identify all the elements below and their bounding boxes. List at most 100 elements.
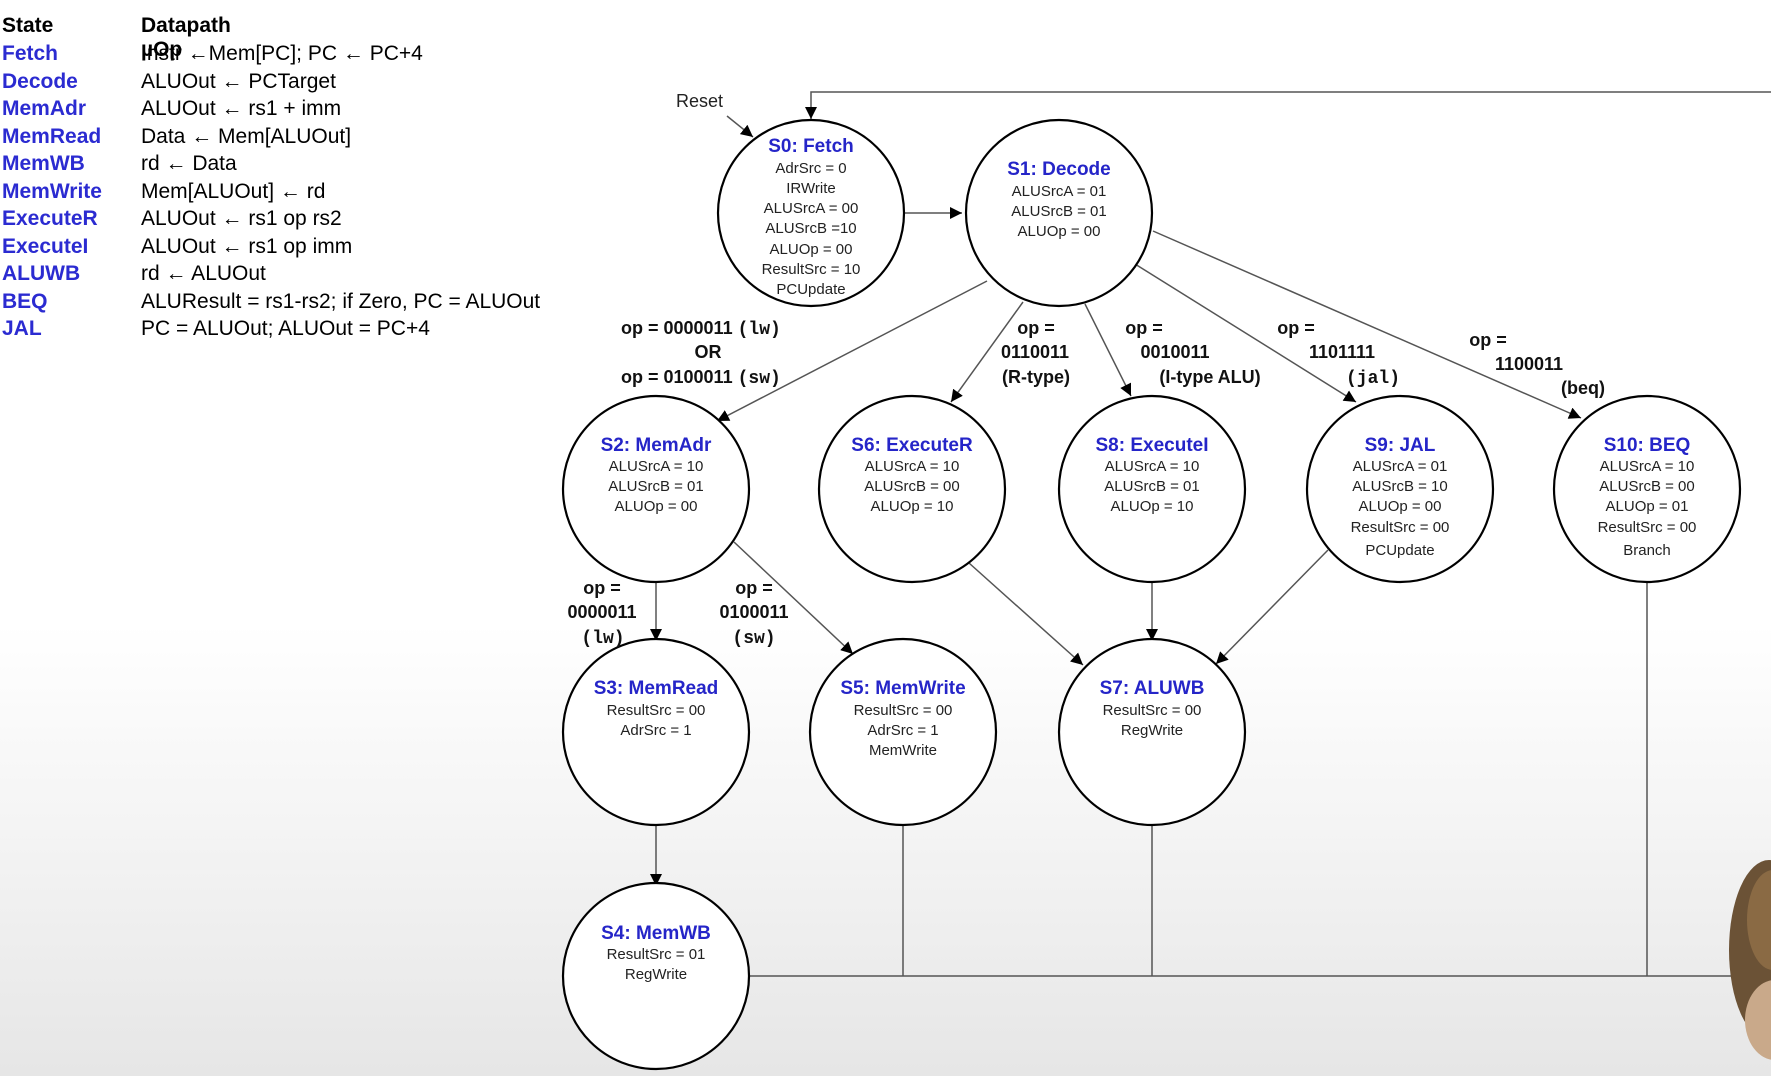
edge-label-line: 0110011 (1001, 342, 1069, 362)
edge-s1-s6 (950, 301, 1024, 403)
state-line: ALUSrcB = 10 (1352, 478, 1447, 495)
state-s8: S8: ExecuteI ALUSrcA = 10 ALUSrcB = 01 A… (1057, 394, 1247, 584)
return-bus-line (805, 91, 1771, 119)
state-line: ResultSrc = 01 (607, 946, 706, 963)
state-title: S6: ExecuteR (851, 435, 973, 456)
edge-label-line: op = 0100011 (sw) (621, 367, 781, 389)
state-line: ALUSrcB = 01 (608, 478, 703, 495)
state-line: ALUSrcA = 10 (609, 458, 704, 475)
state-name: ExecuteI (2, 235, 89, 258)
state-line: ALUOp = 00 (770, 241, 853, 258)
state-line: ALUSrcB = 01 (1011, 203, 1106, 220)
edge-s1-s9 (1134, 263, 1357, 403)
state-circle (808, 637, 998, 827)
state-circle (1552, 394, 1742, 584)
edge-s1-s2 (716, 280, 988, 422)
state-uop: ALUOut ← PCTarget (141, 70, 336, 93)
state-line: RegWrite (625, 966, 687, 983)
state-circle (1057, 394, 1247, 584)
state-s10: S10: BEQ ALUSrcA = 10 ALUSrcB = 00 ALUOp… (1552, 394, 1742, 584)
edge-label-text: op = 0000011 (621, 318, 733, 338)
state-s6: S6: ExecuteR ALUSrcA = 10 ALUSrcB = 00 A… (817, 394, 1007, 584)
state-line: ResultSrc = 00 (607, 702, 706, 719)
state-line: RegWrite (1121, 722, 1183, 739)
state-s0: S0: Fetch AdrSrc = 0 IRWrite ALUSrcA = 0… (716, 118, 906, 308)
state-line: MemWrite (869, 742, 937, 759)
reset-label: Reset (676, 91, 723, 111)
edge-label-line: 1100011 (1495, 354, 1563, 374)
state-line: PCUpdate (776, 281, 845, 298)
edge-label-line: (I-type ALU) (1159, 367, 1260, 387)
state-title: S1: Decode (1007, 159, 1110, 180)
state-title: S3: MemRead (594, 678, 719, 699)
state-line: Branch (1623, 542, 1671, 559)
edge-label-line: OR (695, 342, 722, 362)
state-line: ALUSrcB = 01 (1104, 478, 1199, 495)
state-line: ResultSrc = 00 (1103, 702, 1202, 719)
edge-label-jal: op = 1101111 (jal) (1277, 318, 1400, 389)
state-uop: Instr ←Mem[PC]; PC ← PC+4 (141, 42, 423, 65)
edge-s2-s5 (733, 541, 854, 655)
edge-label-line: (jal) (1346, 369, 1400, 389)
state-title: S2: MemAdr (601, 435, 712, 456)
state-line: ALUOp = 00 (1359, 498, 1442, 515)
edge-s1-s10 (1152, 230, 1582, 419)
state-line: ResultSrc = 00 (1598, 519, 1697, 536)
state-s4: S4: MemWB ResultSrc = 01 RegWrite (561, 881, 751, 1071)
edge-label-itype: op = 0010011 (I-type ALU) (1125, 318, 1260, 387)
edge-label-line: op = (735, 578, 773, 598)
edge-label-line: (lw) (581, 629, 624, 649)
state-title: S5: MemWrite (840, 678, 965, 699)
reset-arrow (726, 115, 754, 138)
state-circle (561, 881, 751, 1071)
state-line: ALUSrcB = 00 (864, 478, 959, 495)
edge-label-line: 0000011 (567, 602, 636, 622)
state-uop: ALUOut ← rs1 op rs2 (141, 207, 342, 230)
state-uop: Mem[ALUOut] ← rd (141, 180, 326, 203)
edge-label-line: op = (1017, 318, 1055, 338)
state-title: S8: ExecuteI (1096, 435, 1209, 456)
edge-label-sw: op = 0100011 (sw) (719, 578, 788, 649)
edge-s1-s8 (1084, 303, 1132, 397)
state-line: ALUSrcA = 10 (1105, 458, 1200, 475)
state-name: BEQ (2, 290, 48, 313)
state-circle (817, 394, 1007, 584)
state-line: PCUpdate (1365, 542, 1434, 559)
state-s1: S1: Decode ALUSrcA = 01 ALUSrcB = 01 ALU… (964, 118, 1154, 308)
edge-label-rtype: op = 0110011 (R-type) (1001, 318, 1070, 387)
state-line: ALUOp = 01 (1606, 498, 1689, 515)
edge-label-line: (beq) (1561, 378, 1605, 398)
state-line: ALUOp = 00 (1018, 223, 1101, 240)
state-s7: S7: ALUWB ResultSrc = 00 RegWrite (1057, 637, 1247, 827)
state-name: MemWB (2, 152, 85, 175)
state-uop: ALUResult = rs1-rs2; if Zero, PC = ALUOu… (141, 290, 541, 313)
state-uop: ALUOut ← rs1 + imm (141, 97, 342, 120)
state-circle (561, 394, 751, 584)
state-line: ALUOp = 10 (1111, 498, 1194, 515)
edge-label-line: op = (1277, 318, 1315, 338)
edge-label-line: op = (583, 578, 621, 598)
state-line: ALUSrcA = 10 (1600, 458, 1695, 475)
state-line: ALUSrcA = 01 (1012, 183, 1107, 200)
edge-s9-s7 (1215, 549, 1329, 665)
state-circle (561, 637, 751, 827)
state-line: ALUOp = 00 (615, 498, 698, 515)
state-uop: rd ← ALUOut (141, 262, 266, 285)
state-line: AdrSrc = 1 (867, 722, 938, 739)
edge-label-line: 0100011 (719, 602, 788, 622)
state-line: ALUSrcB = 00 (1599, 478, 1694, 495)
state-name: MemWrite (2, 180, 102, 203)
state-circle (1305, 394, 1495, 584)
state-name: JAL (2, 317, 42, 340)
edge-label-line: op = (1125, 318, 1163, 338)
state-title: S10: BEQ (1604, 435, 1691, 456)
state-line: ResultSrc = 00 (1351, 519, 1450, 536)
state-name: MemRead (2, 125, 102, 148)
state-uop: rd ← Data (141, 152, 237, 175)
edge-label-line: 0010011 (1140, 342, 1209, 362)
edge-label-line: 1101111 (1309, 342, 1375, 362)
presenter-video-thumbnail (1711, 800, 1771, 1076)
presenter-silhouette (1729, 860, 1771, 1060)
state-circle (1057, 637, 1247, 827)
